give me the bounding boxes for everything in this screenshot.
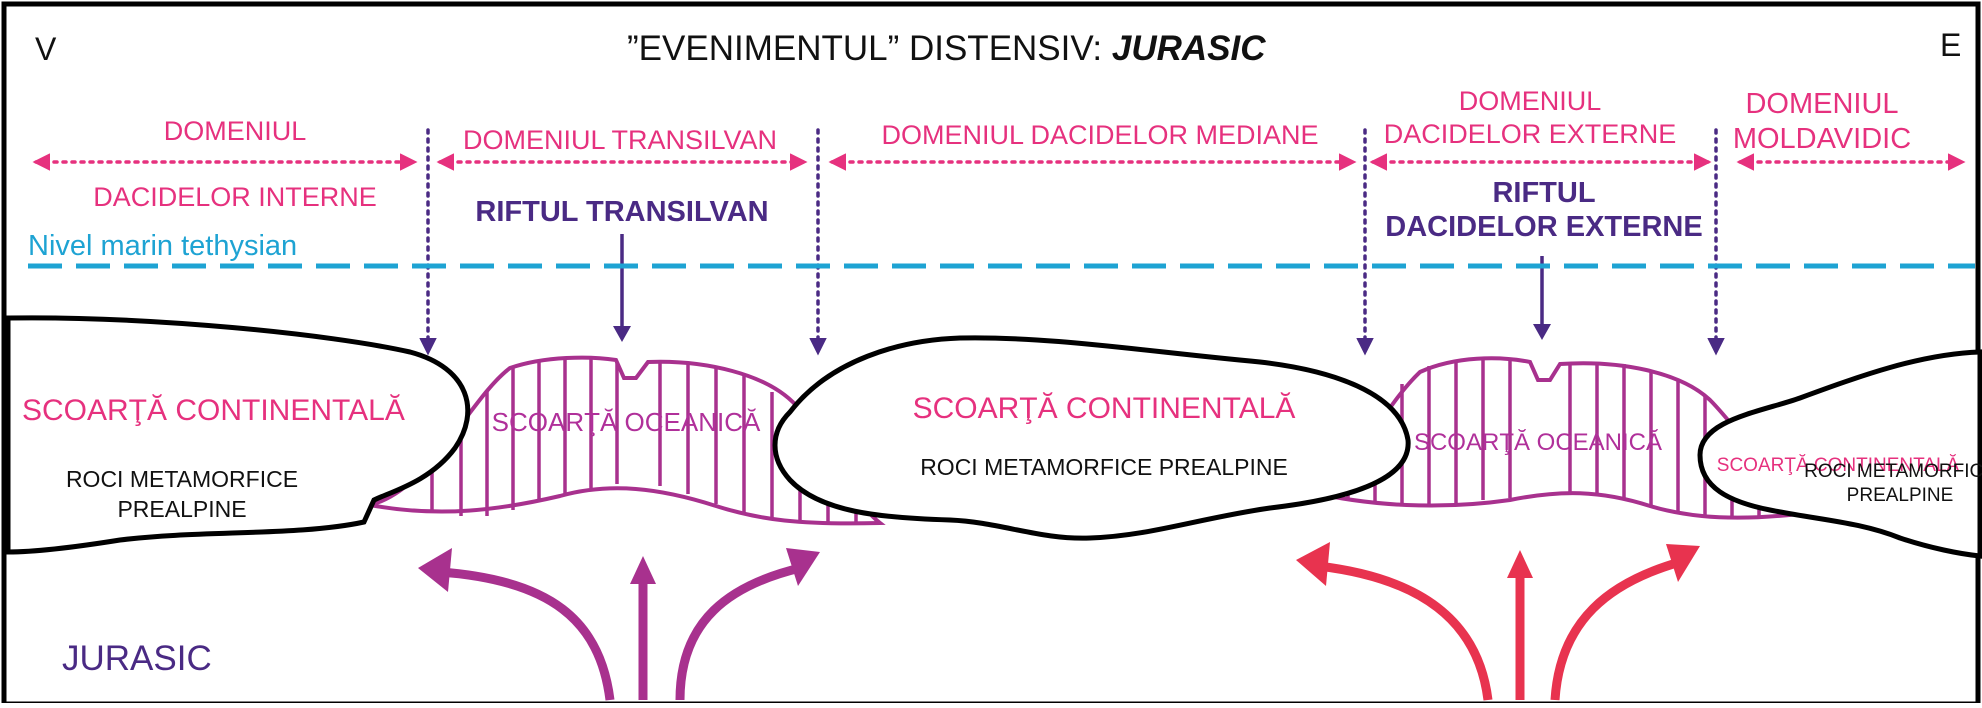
continental-block-west (5, 315, 471, 555)
rift-transilvan-label: RIFTUL TRANSILVAN (475, 196, 768, 228)
domain-external-label-line1: DOMENIUL (1459, 86, 1602, 116)
rift-transilvan-arrowhead (613, 326, 631, 342)
domain-external-label-line2: DACIDELOR EXTERNE (1384, 119, 1677, 149)
oceanic-crust-east-label: SCOARŢĂ OCEANICĂ (1414, 429, 1662, 456)
domain-internal-label-line2: DACIDELOR INTERNE (93, 182, 377, 212)
title-emphasis: JURASIC (1112, 29, 1266, 68)
metamorphic-east-label-line1: ROCI METAMORFICE (1804, 461, 1982, 482)
rift-external-arrowhead (1533, 324, 1551, 340)
domain-median-label: DOMENIUL DACIDELOR MEDIANE (881, 120, 1318, 150)
mantle-arrow-west-right (675, 563, 802, 701)
mantle-arrowhead-west-right (786, 548, 820, 586)
mantle-arrowhead-east-center (1507, 550, 1533, 578)
mantle-arrowhead-west-center (630, 556, 656, 584)
mantle-arrows-west (439, 563, 802, 701)
sea-level-label: Nivel marin tethysian (28, 230, 297, 262)
oceanic-crust-west-label: SCOARŢĂ OCEANICĂ (492, 407, 761, 437)
metamorphic-west-label-line2: PREALPINE (117, 496, 246, 522)
metamorphic-east-label-line2: PREALPINE (1847, 485, 1954, 506)
domain-internal-label-line1: DOMENIUL (164, 116, 307, 146)
period-label: JURASIC (62, 639, 212, 678)
mantle-arrows-east (1317, 557, 1682, 701)
continental-block-center (772, 335, 1411, 541)
mantle-arrowhead-east-right (1666, 544, 1700, 582)
continental-crust-east-label: SCOARŢĂ CONTINENTALĂ (1717, 455, 1960, 476)
rift-external-label-line1: RIFTUL (1492, 177, 1595, 209)
domain-transilvan-label: DOMENIUL TRANSILVAN (463, 125, 777, 155)
rift-external-label-line2: DACIDELOR EXTERNE (1385, 211, 1702, 243)
mantle-arrowhead-east-left (1296, 542, 1330, 586)
domain-moldavidic-label-line2: MOLDAVIDIC (1733, 123, 1911, 155)
domain-moldavidic-label-line1: DOMENIUL (1745, 88, 1898, 120)
mantle-arrowhead-west-left (418, 548, 452, 592)
diagram-title: ”EVENIMENTUL” DISTENSIV: JURASIC (627, 29, 1266, 68)
continental-crust-west-label: SCOARŢĂ CONTINENTALĂ (22, 394, 405, 427)
west-label: V (35, 31, 57, 67)
continental-crust-center-label: SCOARŢĂ CONTINENTALĂ (913, 392, 1296, 425)
metamorphic-west-label-line1: ROCI METAMORFICE (66, 466, 298, 492)
oceanic-crust-west (369, 355, 886, 526)
mantle-arrow-west-left (439, 567, 615, 701)
mantle-arrow-east-right (1550, 557, 1682, 701)
title-prefix: ”EVENIMENTUL” DISTENSIV: (627, 29, 1112, 68)
metamorphic-center-label: ROCI METAMORFICE PREALPINE (920, 454, 1288, 480)
continental-block-east (1697, 349, 1982, 559)
mantle-arrow-east-left (1317, 561, 1493, 701)
east-label: E (1940, 27, 1961, 63)
